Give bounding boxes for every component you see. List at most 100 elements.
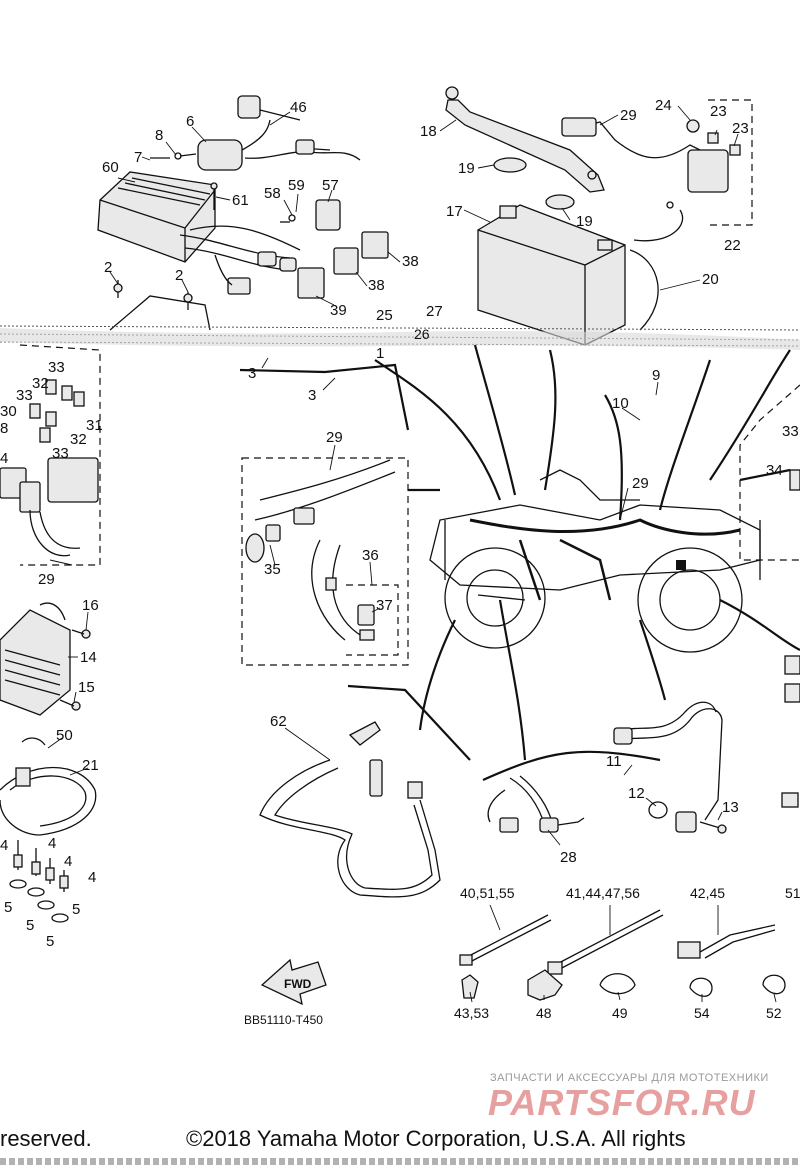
label-59: 59 bbox=[288, 177, 305, 194]
label-25: 25 bbox=[376, 307, 393, 324]
label-29a: 29 bbox=[620, 107, 637, 124]
drawing-code: BB51110-T450 bbox=[244, 1013, 323, 1027]
label-edge8: 8 bbox=[0, 420, 8, 437]
label-40-51-55: 40,51,55 bbox=[460, 885, 515, 901]
label-33c: 33 bbox=[52, 445, 69, 462]
label-11: 11 bbox=[606, 753, 622, 770]
label-33a: 33 bbox=[48, 359, 65, 376]
label-39: 39 bbox=[330, 302, 347, 319]
label-34: 34 bbox=[766, 462, 783, 479]
label-18: 18 bbox=[420, 123, 437, 140]
label-8: 8 bbox=[155, 127, 163, 144]
label-23b: 23 bbox=[732, 120, 749, 137]
label-50: 50 bbox=[56, 727, 73, 744]
watermark-subtitle: ЗАПЧАСТИ И АКСЕССУАРЫ ДЛЯ МОТОТЕХНИКИ bbox=[490, 1072, 769, 1084]
sensor-11-group bbox=[613, 701, 727, 834]
label-38b: 38 bbox=[368, 277, 385, 294]
label-58: 58 bbox=[264, 185, 281, 202]
relays-group bbox=[280, 199, 389, 299]
label-19b: 19 bbox=[576, 213, 593, 230]
label-21: 21 bbox=[82, 757, 99, 774]
label-33b: 33 bbox=[16, 387, 33, 404]
label-48: 48 bbox=[536, 1005, 552, 1021]
label-42-45: 42,45 bbox=[690, 885, 725, 901]
label-62: 62 bbox=[270, 713, 287, 730]
label-5c: 5 bbox=[46, 933, 54, 950]
label-edge4: 4 bbox=[0, 450, 8, 467]
bands-and-clamps bbox=[459, 909, 786, 1001]
label-46: 46 bbox=[290, 99, 307, 116]
sensor-28 bbox=[487, 775, 585, 833]
right-edge-parts bbox=[781, 655, 800, 808]
footer-copyright: ©2018 Yamaha Motor Corporation, U.S.A. A… bbox=[186, 1126, 686, 1151]
part-labels: 46 6 8 7 60 57 58 59 61 2 2 38 38 39 25 … bbox=[0, 97, 800, 1027]
washer-5-set bbox=[9, 879, 69, 923]
ignition-coil-group bbox=[150, 95, 361, 171]
label-5d: 5 bbox=[72, 901, 80, 918]
label-31: 31 bbox=[86, 417, 103, 434]
label-5b: 5 bbox=[26, 917, 34, 934]
label-13: 13 bbox=[722, 799, 739, 816]
label-27: 27 bbox=[426, 303, 443, 320]
label-10: 10 bbox=[612, 395, 629, 412]
label-24: 24 bbox=[655, 97, 672, 114]
label-6: 6 bbox=[186, 113, 194, 130]
label-29b: 29 bbox=[38, 571, 55, 588]
label-5a: 5 bbox=[4, 899, 12, 916]
label-14: 14 bbox=[80, 649, 97, 666]
label-35: 35 bbox=[264, 561, 281, 578]
callout-lines bbox=[239, 344, 800, 782]
bolts-2-group bbox=[109, 280, 211, 331]
label-9: 9 bbox=[652, 367, 660, 384]
label-edge1: 1 bbox=[376, 345, 384, 362]
watermark-logo: PARTSFOR.RU bbox=[488, 1082, 756, 1123]
label-37: 37 bbox=[376, 597, 393, 614]
label-32a: 32 bbox=[32, 375, 49, 392]
label-38a: 38 bbox=[402, 253, 419, 270]
label-26: 26 bbox=[414, 326, 430, 342]
label-43-53: 43,53 bbox=[454, 1005, 489, 1021]
label-30: 30 bbox=[0, 403, 17, 420]
label-20: 20 bbox=[702, 271, 719, 288]
label-33d: 33 bbox=[782, 423, 799, 440]
fuse-box-group bbox=[0, 344, 101, 566]
label-2b: 2 bbox=[175, 267, 183, 284]
label-61: 61 bbox=[232, 192, 249, 209]
atv-silhouette bbox=[429, 469, 761, 653]
label-28: 28 bbox=[560, 849, 577, 866]
label-41-44-47-56: 41,44,47,56 bbox=[566, 885, 640, 901]
label-4a: 4 bbox=[48, 835, 56, 852]
label-51: 51 bbox=[785, 885, 800, 901]
ecu-unit-group bbox=[97, 171, 301, 295]
sub-harness-62 bbox=[259, 721, 441, 898]
label-23a: 23 bbox=[710, 103, 727, 120]
label-36: 36 bbox=[362, 547, 379, 564]
connector-detail-box bbox=[241, 457, 409, 666]
fwd-arrow: FWD bbox=[260, 958, 327, 1006]
label-52: 52 bbox=[766, 1005, 782, 1021]
label-29d: 29 bbox=[632, 475, 649, 492]
plug-4-set bbox=[13, 840, 69, 892]
label-4b: 4 bbox=[64, 853, 72, 870]
label-15: 15 bbox=[78, 679, 95, 696]
label-12: 12 bbox=[628, 785, 645, 802]
label-32b: 32 bbox=[70, 431, 87, 448]
label-19a: 19 bbox=[458, 160, 475, 177]
label-2a: 2 bbox=[104, 259, 112, 276]
label-4c: 4 bbox=[88, 869, 96, 886]
fwd-label: FWD bbox=[284, 977, 312, 991]
battery-group bbox=[445, 86, 753, 346]
footer-strip bbox=[0, 1158, 800, 1165]
label-60: 60 bbox=[102, 159, 119, 176]
label-4d: 4 bbox=[0, 837, 8, 854]
rectifier-group bbox=[0, 602, 91, 716]
label-57: 57 bbox=[322, 177, 339, 194]
torn-edge bbox=[0, 325, 800, 350]
label-54: 54 bbox=[694, 1005, 710, 1021]
sensor-lead-group bbox=[0, 737, 97, 923]
footer-left-text: reserved. bbox=[0, 1126, 92, 1151]
label-16: 16 bbox=[82, 597, 99, 614]
right-fuse-box bbox=[739, 384, 800, 561]
label-49: 49 bbox=[612, 1005, 628, 1021]
leader-lines bbox=[47, 105, 777, 1003]
